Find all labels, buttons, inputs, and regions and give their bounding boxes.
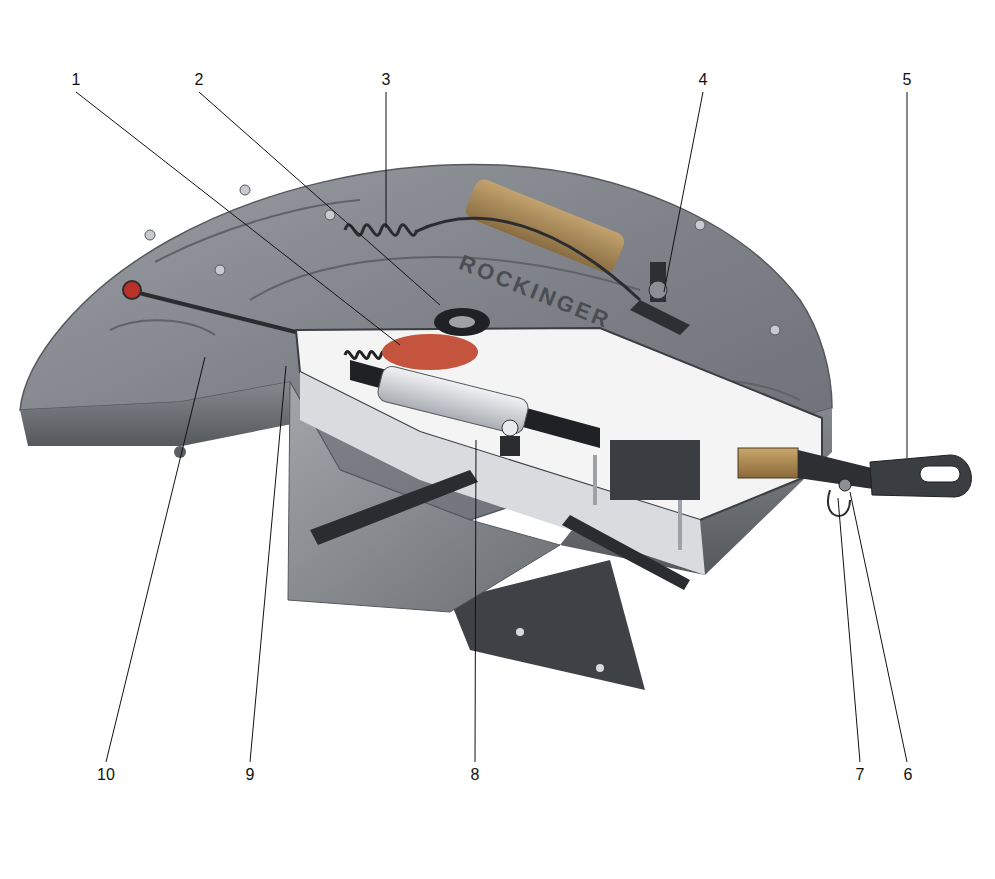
grease-grooves — [110, 320, 215, 335]
leader-lines — [76, 92, 907, 762]
callout-number: 8 — [471, 767, 480, 783]
cutaway-interior — [350, 360, 600, 448]
cutaway-interior — [678, 500, 682, 550]
plate-bolts — [770, 325, 780, 335]
leader-lines — [850, 492, 907, 762]
plate-bolts — [695, 220, 705, 230]
grease-grooves — [155, 200, 360, 262]
release-handle — [738, 448, 798, 478]
callout-number: 3 — [382, 72, 391, 88]
grease-grooves — [250, 257, 640, 300]
leader-lines — [250, 366, 286, 762]
release-handle — [839, 479, 851, 491]
callout-number: 5 — [903, 72, 912, 88]
leader-lines — [199, 92, 440, 305]
callout-number: 2 — [195, 72, 204, 88]
lock-pin — [630, 262, 690, 335]
coupling-plate — [20, 164, 832, 612]
callout-number: 6 — [904, 767, 913, 783]
plate-bolts — [215, 265, 225, 275]
callout-number: 10 — [97, 767, 115, 783]
cutaway-interior — [610, 440, 700, 500]
brand-name: ROCKINGER — [456, 252, 614, 333]
mounting-base — [516, 628, 524, 636]
callout-number: 4 — [699, 72, 708, 88]
callout-number: 7 — [856, 767, 865, 783]
cutaway-interior — [296, 308, 822, 575]
plate-bolts — [240, 185, 250, 195]
release-rod — [123, 281, 141, 299]
leader-lines — [664, 92, 703, 292]
cutaway-interior — [376, 364, 530, 435]
cutaway-interior — [449, 316, 475, 328]
release-handle — [738, 448, 971, 516]
leader-lines — [838, 498, 860, 762]
cutaway-interior — [500, 436, 520, 456]
lever-arm — [310, 470, 478, 545]
coupling-plate — [174, 446, 186, 458]
spring — [345, 218, 640, 300]
cutaway-interior — [382, 334, 478, 370]
leader-lines — [106, 357, 205, 762]
cutaway-interior — [502, 420, 518, 436]
lever-arm — [310, 470, 690, 590]
release-handle — [920, 466, 960, 482]
coupling-plate — [20, 382, 292, 446]
lock-pin — [650, 262, 666, 302]
release-handle — [870, 455, 971, 497]
leader-lines — [907, 92, 908, 458]
leader-lines — [386, 92, 387, 228]
cutaway-interior — [434, 308, 490, 336]
lever-arm — [562, 515, 690, 590]
callout-number: 9 — [246, 767, 255, 783]
mounting-base — [596, 664, 604, 672]
leader-lines — [475, 440, 476, 762]
release-handle — [798, 450, 880, 490]
lock-pin — [630, 300, 690, 335]
leader-lines — [76, 92, 400, 345]
callout-number: 1 — [72, 72, 81, 88]
plate-bolts — [145, 230, 155, 240]
cutaway-interior — [593, 455, 597, 505]
